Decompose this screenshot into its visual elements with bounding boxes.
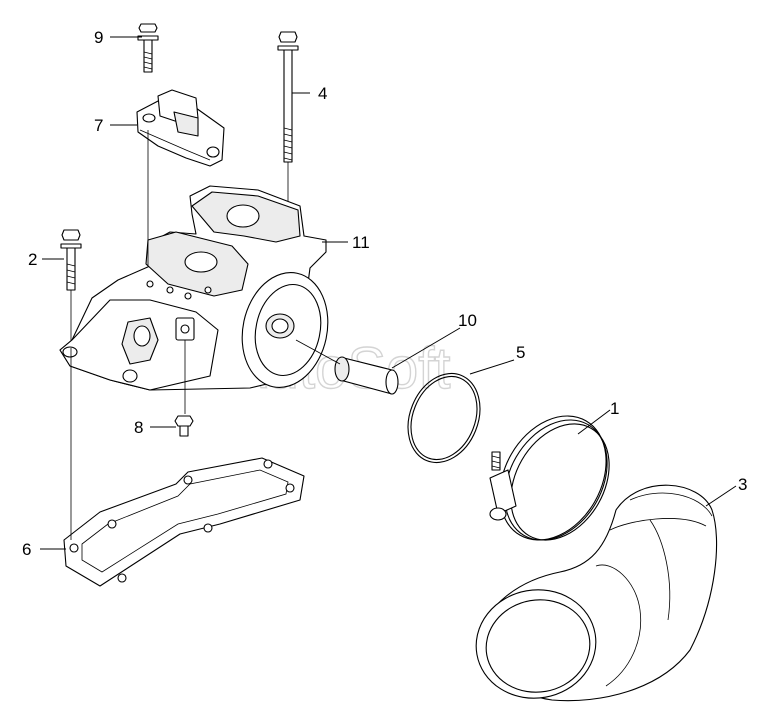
callout-10: 10 — [458, 311, 477, 330]
bolt-4[interactable] — [277, 31, 299, 204]
elbow-hose-3[interactable] — [468, 484, 718, 707]
gasket-6[interactable] — [63, 348, 305, 587]
bolt-9[interactable] — [137, 23, 159, 73]
o-ring-5[interactable] — [395, 363, 493, 474]
sensor-bracket-7[interactable] — [136, 89, 225, 167]
callout-11: 11 — [352, 233, 370, 252]
thermostat-10[interactable] — [295, 339, 399, 395]
leader-lines — [40, 36, 737, 550]
callout-6: 6 — [22, 540, 31, 559]
plug-8[interactable] — [174, 340, 194, 437]
callout-9: 9 — [94, 28, 103, 47]
callout-1: 1 — [610, 399, 619, 418]
callout-2: 2 — [28, 250, 37, 269]
callout-3: 3 — [738, 475, 747, 494]
hose-clamp-1[interactable] — [478, 397, 629, 559]
callout-8: 8 — [134, 418, 143, 437]
callout-5: 5 — [516, 343, 525, 362]
bolt-2[interactable] — [60, 229, 82, 348]
thermostat-housing-11[interactable] — [59, 130, 338, 395]
callout-4: 4 — [318, 84, 327, 103]
callout-labels: 9 7 2 4 11 10 5 1 3 8 6 — [22, 28, 747, 559]
callout-7: 7 — [94, 116, 103, 135]
